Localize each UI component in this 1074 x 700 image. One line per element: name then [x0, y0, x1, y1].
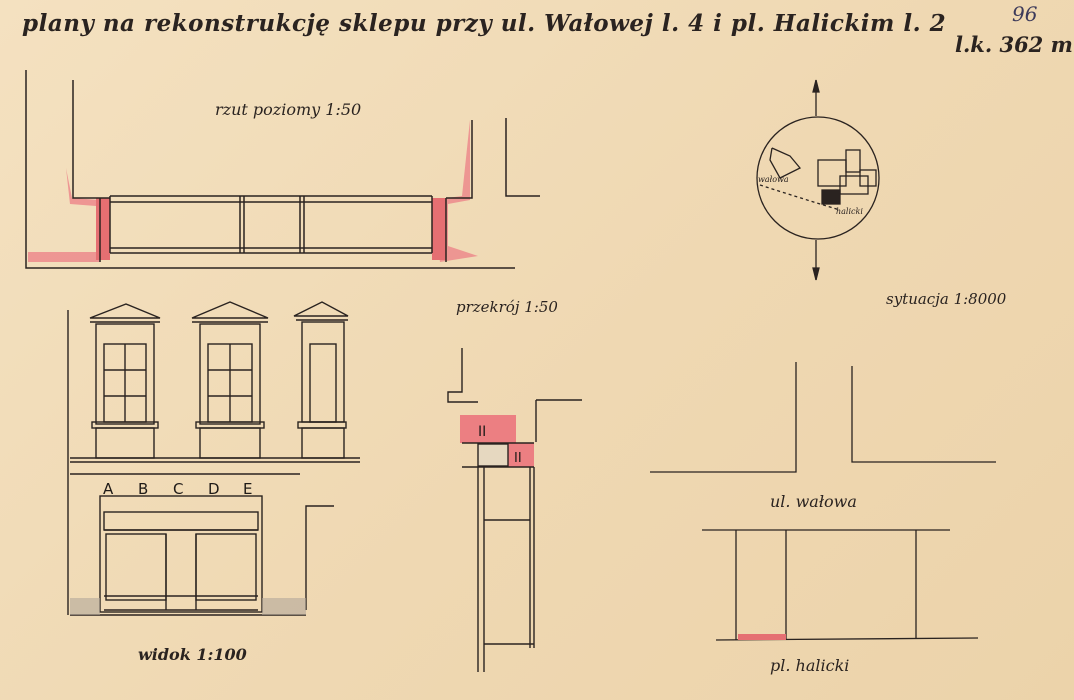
sign-letter-d: D	[208, 480, 220, 498]
sign-letter-c: C	[173, 480, 184, 498]
file-reference-number: 96	[1012, 2, 1038, 26]
street-plan	[650, 362, 996, 641]
section-label: przekrój 1:50	[456, 298, 558, 316]
situation-plan	[756, 79, 880, 281]
section-tag-upper: II	[478, 424, 486, 440]
map-label-walowa: wałowa	[758, 175, 789, 184]
situation-label: sytuacja 1:8000	[886, 290, 1007, 308]
floor-plan	[25, 70, 540, 269]
file-number: l.k. 362 m	[955, 32, 1073, 57]
sign-letter-b: B	[138, 480, 149, 498]
page-title: plany na rekonstrukcję sklepu przy ul. W…	[22, 10, 947, 37]
elevation-view	[67, 301, 360, 616]
sign-letter-a: A	[103, 480, 114, 498]
section-view	[447, 348, 582, 672]
street-label-walowa: ul. wałowa	[770, 492, 857, 511]
street-label-halicki: pl. halicki	[770, 656, 850, 675]
floor-plan-label: rzut poziomy 1:50	[215, 100, 362, 119]
sign-letter-e: E	[243, 480, 253, 498]
map-label-halicki: halicki	[836, 207, 863, 216]
elevation-label: widok 1:100	[138, 645, 247, 664]
section-tag-lower: II	[514, 451, 522, 466]
